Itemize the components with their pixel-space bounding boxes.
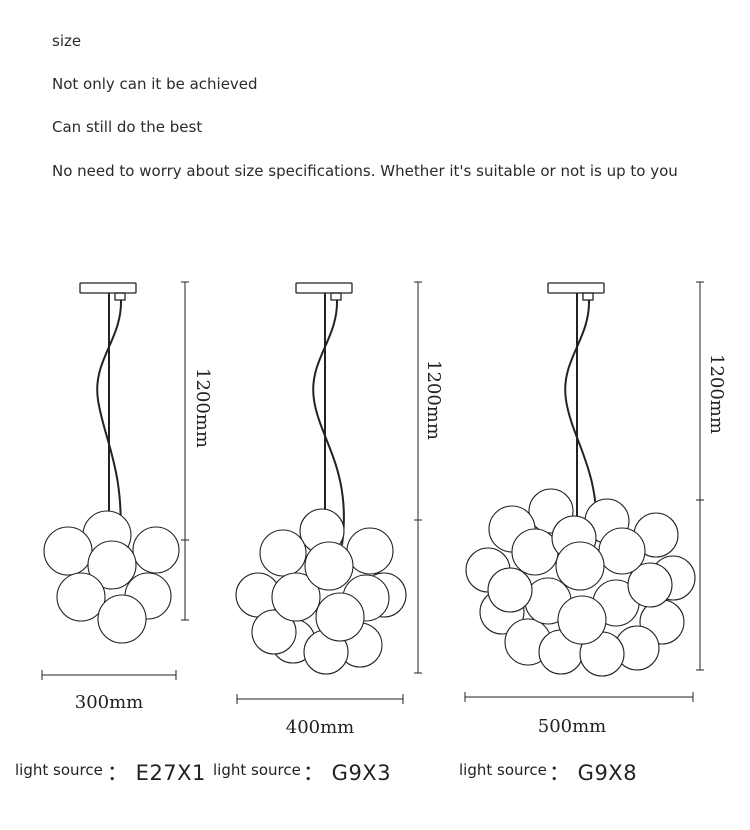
light-source-label: light source — [459, 761, 547, 779]
light-source-value: ： G9X3 — [303, 761, 392, 785]
lamp-500mm — [464, 281, 704, 702]
lamp-400mm — [235, 281, 422, 704]
globe-cluster — [465, 488, 696, 677]
cord-connector — [582, 292, 594, 301]
cord-connector — [330, 292, 342, 301]
intro-line-1: Not only can it be achieved — [52, 75, 258, 93]
width-label: 400mm — [286, 717, 355, 738]
height-label: 1200mm — [423, 360, 444, 440]
light-source-label: light source — [15, 761, 103, 779]
width-label: 300mm — [75, 692, 144, 713]
intro-heading: size — [52, 32, 82, 50]
ceiling-canopy — [79, 282, 137, 294]
ceiling-canopy — [547, 282, 605, 294]
light-source-value: ： G9X8 — [549, 761, 638, 785]
cord-connector — [114, 292, 126, 301]
intro-line-3: No need to worry about size specificatio… — [52, 162, 678, 180]
power-cord — [564, 299, 598, 536]
light-source-label: light source — [213, 761, 301, 779]
intro-line-2: Can still do the best — [52, 118, 203, 136]
globe-cluster — [43, 510, 180, 644]
power-cord — [312, 299, 345, 546]
globe-cluster — [235, 508, 407, 675]
light-source-value: ： E27X1 — [107, 761, 206, 785]
height-label: 1200mm — [706, 354, 727, 434]
power-cord — [96, 299, 123, 546]
height-label: 1200mm — [192, 368, 213, 448]
lamp-300mm — [41, 281, 189, 680]
ceiling-canopy — [295, 282, 353, 294]
width-label: 500mm — [538, 716, 607, 737]
